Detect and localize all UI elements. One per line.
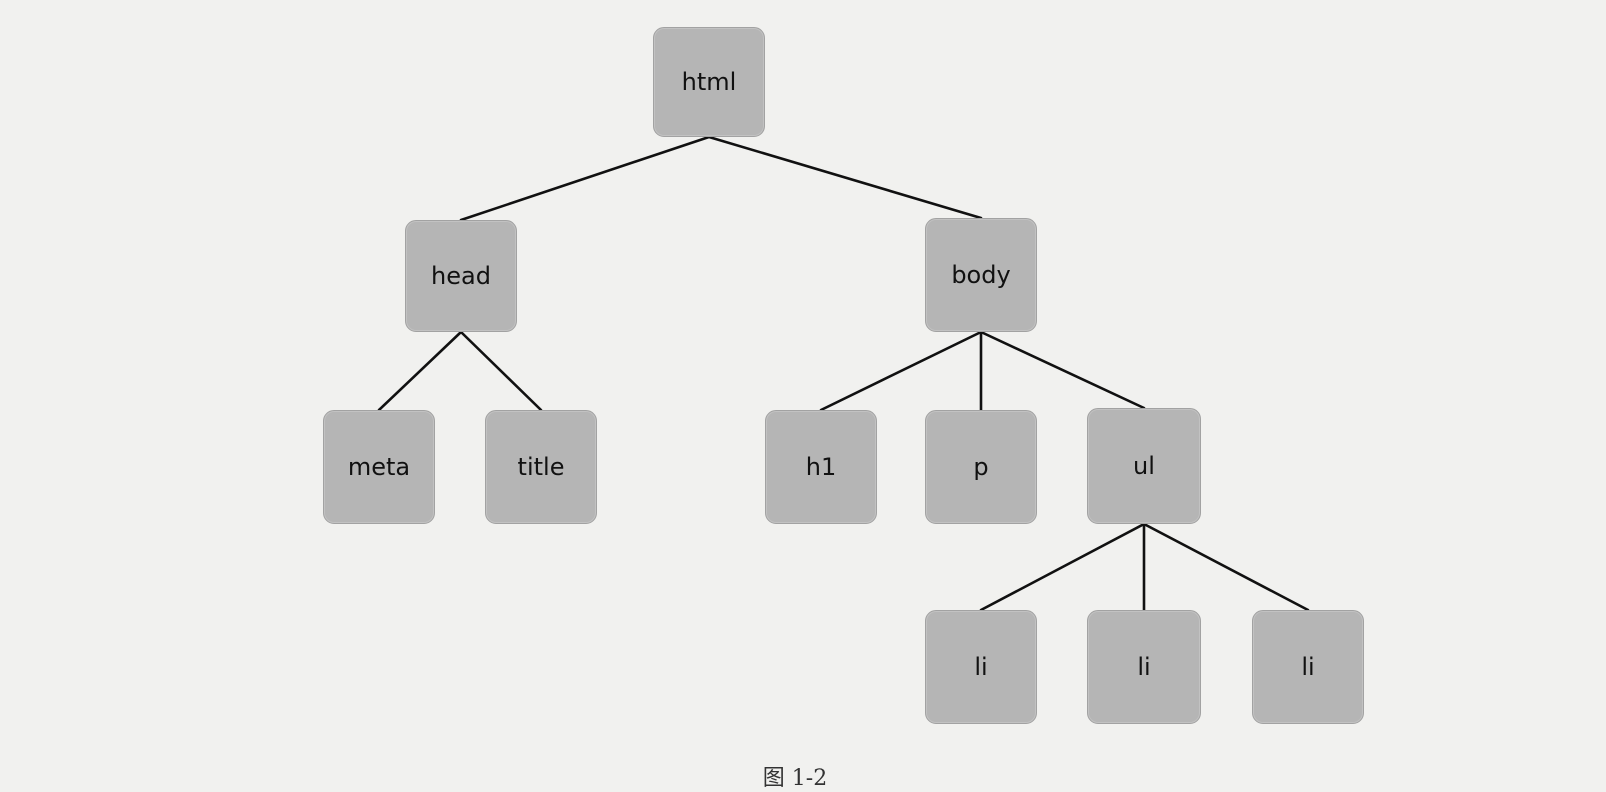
- node-li-3: li: [1252, 610, 1364, 724]
- node-label: body: [951, 261, 1011, 289]
- node-label: head: [431, 262, 491, 290]
- edge-head-title: [459, 330, 543, 412]
- node-label: p: [973, 453, 989, 481]
- edge-body-ul: [979, 330, 1146, 410]
- node-label: html: [681, 68, 737, 96]
- node-ul: ul: [1087, 408, 1201, 524]
- edge-head-meta: [377, 330, 463, 412]
- node-li-2: li: [1087, 610, 1201, 724]
- node-h1: h1: [765, 410, 877, 524]
- node-html: html: [653, 27, 765, 137]
- node-label: meta: [347, 453, 411, 481]
- node-label: li: [1301, 653, 1315, 681]
- edge-ul-li1: [979, 522, 1146, 612]
- node-body: body: [925, 218, 1037, 332]
- edge-ul-li3: [1142, 522, 1310, 612]
- node-head: head: [405, 220, 517, 332]
- edge-html-body: [707, 135, 983, 220]
- node-label: li: [974, 653, 988, 681]
- node-li-1: li: [925, 610, 1037, 724]
- edge-html-head: [459, 135, 711, 222]
- node-p: p: [925, 410, 1037, 524]
- figure-caption: 图 1-2: [762, 766, 828, 791]
- node-meta: meta: [323, 410, 435, 524]
- node-label: h1: [805, 453, 837, 481]
- node-title: title: [485, 410, 597, 524]
- node-label: title: [517, 453, 565, 481]
- node-label: li: [1137, 653, 1151, 681]
- node-label: ul: [1133, 452, 1155, 480]
- edge-body-h1: [819, 330, 983, 412]
